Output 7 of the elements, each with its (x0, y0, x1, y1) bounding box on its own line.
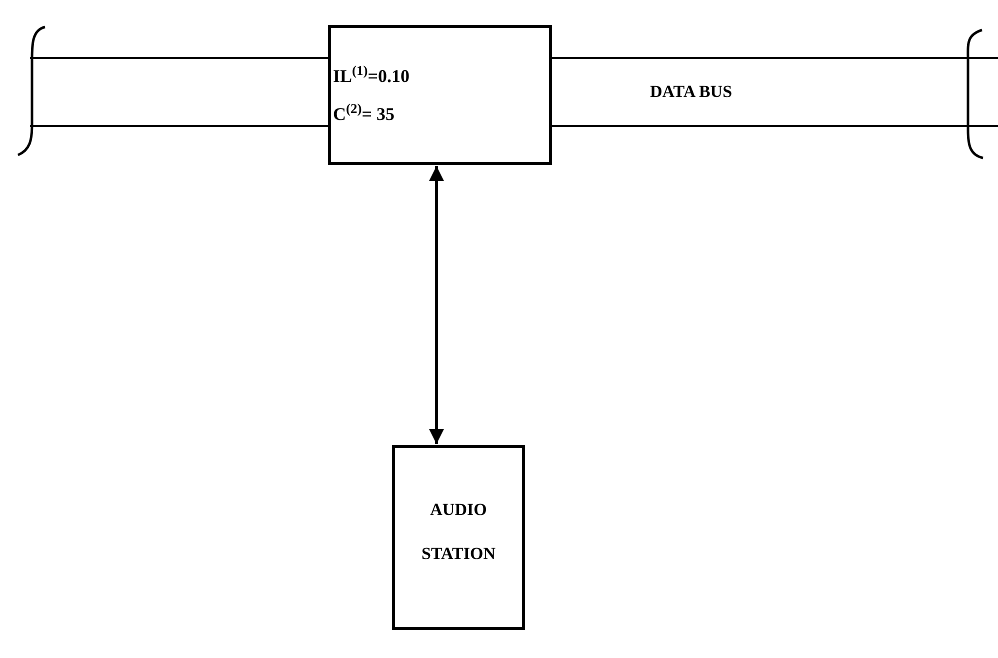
coupler-box (328, 25, 552, 165)
station-label: AUDIO STATION (420, 499, 496, 565)
parameter-label: IL$^{(1)}$=0.10 (333, 64, 411, 87)
parameter-label: C$^{(2)}$= 35 (333, 103, 396, 126)
double-arrow (429, 166, 444, 444)
station-box (392, 445, 525, 630)
bus-label: DATA BUS (650, 81, 732, 104)
